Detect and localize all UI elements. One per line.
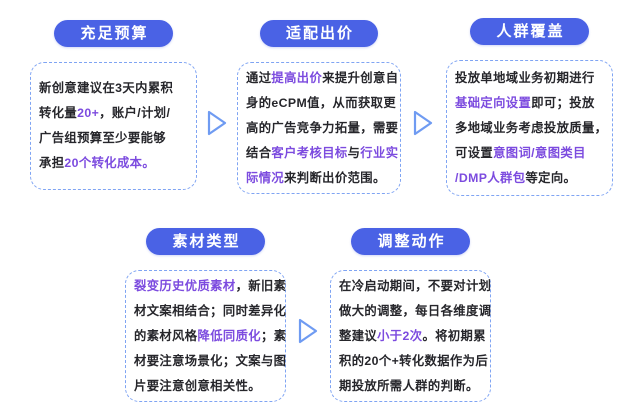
card-title: 人群覆盖 [496, 23, 565, 40]
card-title: 调整动作 [377, 233, 446, 250]
highlighted-text: 小于2次 [377, 328, 423, 343]
body-text: 材要注意场景化；文案与图 [134, 353, 287, 368]
body-text: 等定向。 [525, 170, 577, 185]
card-title: 充足预算 [80, 25, 149, 42]
highlighted-text: 提高出价 [271, 70, 323, 85]
card-title-pill: 适配出价 [259, 20, 378, 48]
highlighted-text: 客户考核目标 [271, 145, 348, 160]
highlighted-text: 20个转化成本。 [64, 156, 156, 171]
body-text: 片要注意创意相关性。 [134, 378, 261, 393]
body-text: 与 [347, 145, 361, 160]
card-text-line: 多地域业务考虑投放质量， [455, 116, 608, 141]
highlighted-text: 意图词/意图类目 [493, 145, 586, 160]
card-text-line: 整建议小于2次。将初期累 [339, 324, 486, 349]
body-text: 承担 [39, 156, 65, 171]
card-title-pill: 调整动作 [351, 228, 470, 256]
card-text-line: 做大的调整，每日各维度调 [339, 299, 491, 324]
body-text: 投放单地域业务初期进行 [455, 70, 595, 85]
card-text-line: 在冷启动期间，不要对计划 [339, 274, 491, 299]
card-text-line: 结合客户考核目标与行业实 [246, 141, 398, 166]
card-body-box: 裂变历史优质素材，新旧素材文案相结合；同时差异化的素材风格降低同质化；素材要注意… [125, 270, 286, 403]
body-text: 做大的调整，每日各维度调 [339, 303, 492, 318]
card-adaptive-bidding: 适配出价 通过提高出价来提升创意自身的eCPM值，从而获取更高的广告竞争力拓量，… [237, 20, 401, 195]
body-text: 转化量 [39, 106, 78, 121]
card-text-line: /DMP人群包等定向。 [455, 166, 604, 191]
card-title: 素材类型 [172, 233, 241, 250]
card-text-line: 片要注意创意相关性。 [134, 374, 277, 399]
card-text-line: 高的广告竞争力拓量，需要 [246, 116, 398, 141]
body-text: ，新旧素 [235, 278, 287, 293]
card-text-line: 的素材风格降低同质化；素 [134, 324, 286, 349]
card-text-line: 转化量20+，账户/计划/ [39, 101, 188, 126]
body-text: 积的20个+转化数据作为后 [339, 353, 489, 368]
body-text: 的素材风格 [134, 328, 198, 343]
body-text: 来提升创意自 [322, 70, 399, 85]
body-text: 通过 [246, 70, 272, 85]
card-title-pill: 素材类型 [146, 228, 265, 256]
body-text: 多地域业务考虑投放质量， [455, 120, 608, 135]
card-text-line: 裂变历史优质素材，新旧素 [134, 274, 286, 299]
card-title-pill: 充足预算 [54, 20, 173, 48]
body-text: 广告组预算至少要能够 [39, 131, 166, 146]
card-body-box: 在冷启动期间，不要对计划做大的调整，每日各维度调整建议小于2次。将初期累积的20… [330, 270, 491, 403]
highlighted-text: 行业实 [360, 145, 399, 160]
card-body-box: 新创意建议在3天内累积转化量20+，账户/计划/广告组预算至少要能够承担20个转… [30, 62, 197, 191]
card-adjustment-action: 调整动作 在冷启动期间，不要对计划做大的调整，每日各维度调整建议小于2次。将初期… [330, 228, 491, 403]
highlighted-text: 裂变历史优质素材 [134, 278, 236, 293]
right-triangle-arrow-icon [296, 316, 320, 346]
card-text-line: 期投放所需人群的判断。 [339, 374, 482, 399]
highlighted-text: 降低同质化 [197, 328, 261, 343]
body-text: 高的广告竞争力拓量，需要 [246, 120, 399, 135]
card-text-line: 基础定向设置即可；投放 [455, 91, 604, 116]
body-text: 即可；投放 [531, 95, 595, 110]
card-sufficient-budget: 充足预算 新创意建议在3天内累积转化量20+，账户/计划/广告组预算至少要能够承… [30, 20, 197, 191]
highlighted-text: /DMP人群包 [455, 170, 526, 185]
card-title: 适配出价 [285, 25, 354, 42]
card-audience-coverage: 人群覆盖 投放单地域业务初期进行基础定向设置即可；投放多地域业务考虑投放质量，可… [446, 18, 613, 197]
card-body-box: 通过提高出价来提升创意自身的eCPM值，从而获取更高的广告竞争力拓量，需要结合客… [237, 62, 401, 195]
card-text-line: 通过提高出价来提升创意自 [246, 66, 398, 91]
card-text-line: 积的20个+转化数据作为后 [339, 349, 488, 374]
right-triangle-arrow-icon [205, 108, 229, 138]
card-body-box: 投放单地域业务初期进行基础定向设置即可；投放多地域业务考虑投放质量，可设置意图词… [446, 60, 613, 197]
body-text: 新创意建议在3天内累积 [39, 81, 174, 96]
body-text: 在冷启动期间，不要对计划 [339, 278, 492, 293]
highlighted-text: 际情况 [246, 170, 285, 185]
card-text-line: 新创意建议在3天内累积 [39, 76, 188, 101]
card-text-line: 身的eCPM值，从而获取更 [246, 91, 396, 116]
body-text: ，账户/计划/ [99, 106, 171, 121]
card-text-line: 可设置意图词/意图类目 [455, 141, 604, 166]
card-text-line: 承担20个转化成本。 [39, 151, 188, 176]
card-text-line: 投放单地域业务初期进行 [455, 66, 604, 91]
highlighted-text: 20+ [77, 106, 100, 121]
body-text: 。将初期累 [422, 328, 486, 343]
right-triangle-arrow-icon [411, 108, 435, 138]
body-text: ；素 [261, 328, 287, 343]
body-text: 可设置 [455, 145, 494, 160]
card-text-line: 广告组预算至少要能够 [39, 126, 188, 151]
card-text-line: 材文案相结合；同时差异化 [134, 299, 286, 324]
body-text: 材文案相结合；同时差异化 [134, 303, 287, 318]
highlighted-text: 基础定向设置 [455, 95, 532, 110]
body-text: 期投放所需人群的判断。 [339, 378, 479, 393]
body-text: 整建议 [339, 328, 378, 343]
card-text-line: 材要注意场景化；文案与图 [134, 349, 286, 374]
body-text: 结合 [246, 145, 272, 160]
body-text: 来判断出价范围。 [284, 170, 386, 185]
card-title-pill: 人群覆盖 [470, 18, 589, 46]
card-text-line: 际情况来判断出价范围。 [246, 166, 392, 191]
card-material-type: 素材类型 裂变历史优质素材，新旧素材文案相结合；同时差异化的素材风格降低同质化；… [125, 228, 286, 403]
body-text: 身的eCPM值，从而获取更 [246, 95, 397, 110]
